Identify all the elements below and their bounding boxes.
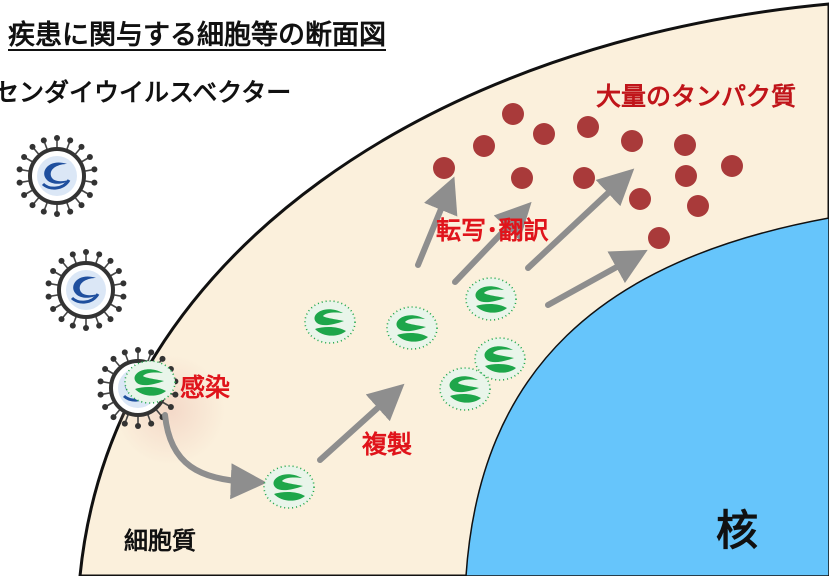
protein-dot-icon bbox=[573, 167, 595, 189]
rna-icon bbox=[386, 306, 438, 350]
transcription-label: 転写･翻訳 bbox=[436, 216, 549, 245]
rna-icon bbox=[474, 337, 526, 381]
protein-dot-icon bbox=[675, 165, 697, 187]
rna-icon bbox=[465, 277, 517, 321]
protein-dot-icon bbox=[674, 134, 696, 156]
rna-icon bbox=[124, 360, 176, 404]
rna-icon bbox=[439, 367, 491, 411]
virus-icon bbox=[43, 247, 129, 333]
infection-label: 感染 bbox=[180, 373, 231, 402]
protein-dot-icon bbox=[629, 188, 651, 210]
cytoplasm-label: 細胞質 bbox=[124, 527, 196, 555]
page-title: 疾患に関与する細胞等の断面図 bbox=[8, 20, 386, 51]
protein-dot-icon bbox=[502, 103, 524, 125]
protein-dot-icon bbox=[721, 155, 743, 177]
protein-dot-icon bbox=[687, 195, 709, 217]
protein-dot-icon bbox=[473, 135, 495, 157]
virus-icon bbox=[14, 133, 100, 219]
rna-icon bbox=[263, 465, 315, 509]
nucleus-label: 核 bbox=[716, 506, 759, 555]
nucleus-region bbox=[465, 217, 829, 576]
protein-dot-icon bbox=[433, 157, 455, 179]
protein-dot-icon bbox=[533, 123, 555, 145]
vector-label: センダイウイルスベクター bbox=[0, 78, 292, 107]
rna-icon bbox=[304, 300, 356, 344]
arrow-icon bbox=[162, 168, 648, 500]
replication-label: 複製 bbox=[362, 430, 413, 459]
protein-label: 大量のタンパク質 bbox=[596, 82, 797, 111]
protein-cluster bbox=[433, 103, 743, 249]
protein-dot-icon bbox=[577, 116, 599, 138]
protein-dot-icon bbox=[648, 227, 670, 249]
protein-dot-icon bbox=[621, 130, 643, 152]
protein-dot-icon bbox=[511, 167, 533, 189]
